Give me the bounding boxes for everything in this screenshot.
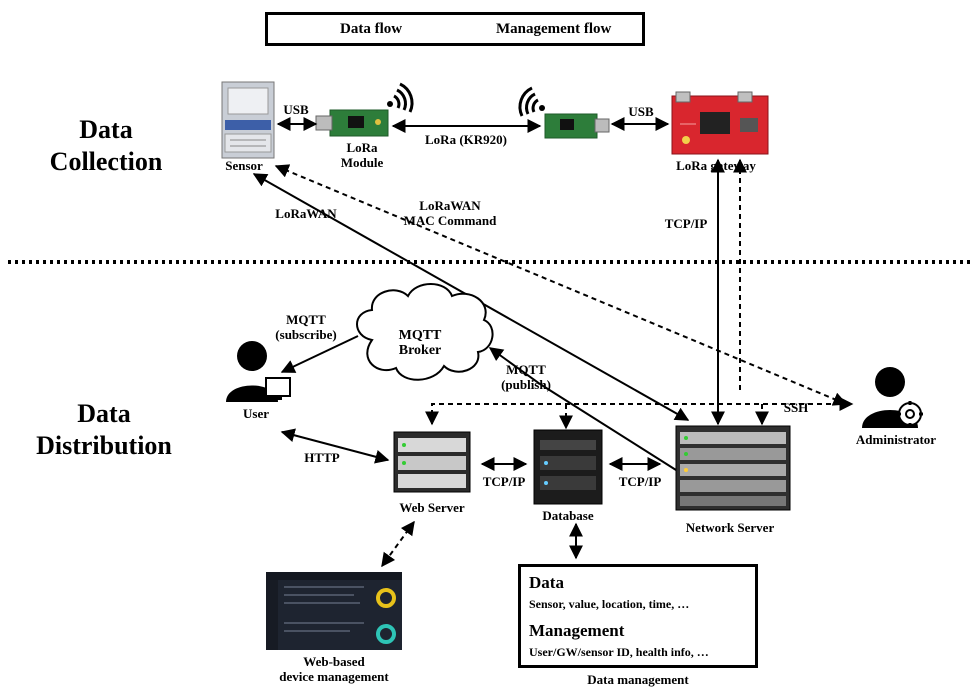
ssh-label: SSH	[783, 400, 809, 415]
data-management-box: Data Sensor, value, location, time, … Ma…	[518, 564, 758, 668]
device-management-dashboard-image	[266, 572, 402, 650]
data-items: Sensor, value, location, time, …	[529, 597, 690, 611]
lora-gateway-label: LoRa gateway	[676, 158, 756, 173]
sensor-image	[221, 81, 275, 159]
tcpip-gateway-label: TCP/IP	[664, 216, 708, 231]
tcpip-web-db-label: TCP/IP	[482, 474, 526, 489]
legend: Data flow Management flow	[265, 12, 645, 46]
sensor-label: Sensor	[225, 158, 263, 173]
mqtt-publish-label: MQTT(publish)	[501, 362, 551, 392]
administrator-icon	[862, 367, 923, 428]
http-label: HTTP	[304, 450, 340, 465]
lora-gateway-image	[671, 91, 769, 155]
ssh-management-bus	[425, 397, 854, 426]
usb-left-label: USB	[283, 102, 309, 117]
web-server-label: Web Server	[399, 500, 465, 515]
network-server-label: Network Server	[685, 520, 775, 535]
wireless-signal-icon-right	[518, 86, 545, 117]
lora-kr920-label: LoRa (KR920)	[425, 132, 507, 147]
database-label: Database	[542, 508, 594, 523]
lora-gateway-module-image	[544, 113, 610, 139]
web-server-image	[393, 431, 471, 493]
lora-module-image	[315, 109, 389, 137]
database-image	[533, 429, 603, 505]
mqtt-subscribe-arrow	[280, 335, 359, 373]
http-arrow	[280, 428, 390, 464]
management-heading: Management	[529, 621, 625, 640]
mqtt-broker-cloud	[356, 283, 494, 381]
legend-data-flow-label: Data flow	[340, 21, 403, 37]
section-title-collection: Data Collection	[49, 115, 163, 176]
data-heading: Data	[529, 573, 564, 592]
wireless-signal-icon-left	[387, 82, 414, 113]
web-mgmt-arrow	[381, 520, 415, 568]
lorawan-mac-command-arrow	[274, 164, 848, 406]
management-items: User/GW/sensor ID, health info, …	[529, 645, 709, 659]
mqtt-publish-arrow	[488, 347, 677, 471]
usb-right-label: USB	[628, 104, 654, 119]
mqtt-subscribe-label: MQTT(subscribe)	[275, 312, 337, 342]
administrator-label: Administrator	[855, 432, 937, 447]
user-icon	[226, 341, 291, 402]
tcpip-db-ns-label: TCP/IP	[618, 474, 662, 489]
user-label: User	[243, 406, 269, 421]
legend-management-flow-label: Management flow	[496, 21, 612, 37]
data-management-caption: Data management	[587, 672, 689, 687]
network-server-image	[675, 425, 791, 511]
lorawan-label: LoRaWAN	[275, 206, 337, 221]
section-title-distribution: Data Distribution	[36, 399, 172, 460]
